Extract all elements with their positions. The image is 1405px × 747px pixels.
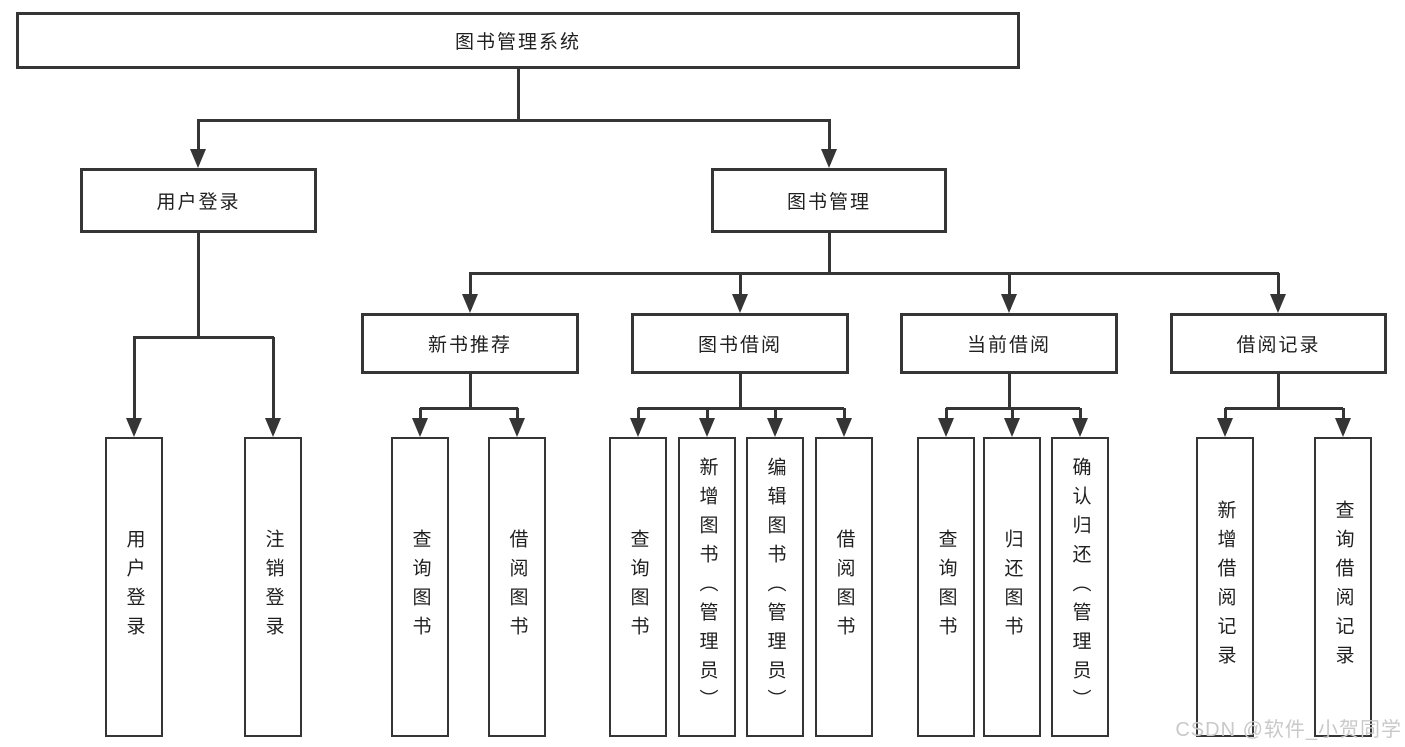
node-borrow-records-label: 借阅记录 [1236, 335, 1321, 356]
leaf-borrowing-add-admin: 新增图书（管理员） [678, 437, 736, 737]
arrow-down-icon [1072, 418, 1088, 437]
arrow-down-icon [836, 418, 852, 437]
connector-line [739, 273, 742, 309]
arrow-down-icon [509, 418, 525, 437]
connector-line [828, 233, 831, 273]
leaf-borrowing-query: 查询图书 [609, 437, 667, 737]
arrow-down-icon [190, 149, 206, 168]
connector-line [133, 337, 136, 433]
arrow-down-icon [126, 418, 142, 437]
arrow-down-icon [462, 294, 478, 313]
node-book-borrowing: 图书借阅 [631, 313, 849, 374]
connector-line [469, 273, 472, 309]
node-book-management-label: 图书管理 [786, 192, 871, 213]
node-book-management: 图书管理 [711, 168, 947, 233]
leaf-borrowing-borrow: 借阅图书 [815, 437, 873, 737]
connector-line [517, 69, 520, 120]
connector-line [469, 272, 1279, 275]
arrow-down-icon [1004, 418, 1020, 437]
arrow-down-icon [1001, 294, 1017, 313]
node-user-login-label: 用户登录 [156, 192, 241, 213]
arrow-down-icon [1335, 418, 1351, 437]
connector-line [638, 407, 844, 410]
connector-line [1277, 374, 1280, 408]
arrow-down-icon [699, 418, 715, 437]
leaf-record-add: 新增借阅记录 [1196, 437, 1254, 737]
node-current-borrowing: 当前借阅 [900, 313, 1118, 374]
node-user-login: 用户登录 [80, 168, 317, 233]
leaf-borrowing-query-label: 查询图书 [627, 529, 649, 645]
leaf-record-add-label: 新增借阅记录 [1214, 500, 1236, 674]
leaf-current-confirm-admin-label: 确认归还（管理员） [1069, 456, 1091, 718]
leaf-current-confirm-admin: 确认归还（管理员） [1051, 437, 1109, 737]
node-borrow-records: 借阅记录 [1170, 313, 1387, 374]
connector-line [1225, 407, 1343, 410]
connector-line [469, 374, 472, 408]
connector-line [133, 336, 274, 339]
leaf-current-query-label: 查询图书 [935, 529, 957, 645]
leaf-borrowing-edit-admin-label: 编辑图书（管理员） [764, 456, 786, 718]
connector-line [197, 120, 200, 164]
connector-line [272, 337, 275, 433]
leaf-newbook-query: 查询图书 [391, 437, 449, 737]
leaf-borrowing-edit-admin: 编辑图书（管理员） [746, 437, 804, 737]
leaf-newbook-borrow: 借阅图书 [488, 437, 546, 737]
connector-line [197, 233, 200, 337]
leaf-current-query: 查询图书 [917, 437, 975, 737]
connector-line [828, 120, 831, 164]
node-current-borrowing-label: 当前借阅 [966, 335, 1051, 356]
node-new-book-recommend-label: 新书推荐 [427, 335, 512, 356]
watermark: CSDN @软件_小贺同学 [1175, 719, 1402, 741]
connector-line [1277, 273, 1280, 309]
node-book-borrowing-label: 图书借阅 [697, 335, 782, 356]
arrow-down-icon [1270, 294, 1286, 313]
leaf-newbook-query-label: 查询图书 [409, 529, 431, 645]
leaf-current-return-label: 归还图书 [1001, 529, 1023, 645]
leaf-logout-label: 注销登录 [262, 529, 284, 645]
leaf-user-login: 用户登录 [105, 437, 163, 737]
connector-line [420, 407, 518, 410]
leaf-borrowing-add-admin-label: 新增图书（管理员） [696, 456, 718, 718]
leaf-current-return: 归还图书 [983, 437, 1041, 737]
arrow-down-icon [412, 418, 428, 437]
arrow-down-icon [938, 418, 954, 437]
leaf-user-login-label: 用户登录 [123, 529, 145, 645]
leaf-record-query-label: 查询借阅记录 [1332, 500, 1354, 674]
arrow-down-icon [767, 418, 783, 437]
leaf-newbook-borrow-label: 借阅图书 [506, 529, 528, 645]
leaf-record-query: 查询借阅记录 [1314, 437, 1372, 737]
node-root: 图书管理系统 [16, 12, 1020, 69]
arrow-down-icon [732, 294, 748, 313]
arrow-down-icon [821, 149, 837, 168]
arrow-down-icon [1217, 418, 1233, 437]
arrow-down-icon [265, 418, 281, 437]
connector-line [739, 374, 742, 408]
leaf-borrowing-borrow-label: 借阅图书 [833, 529, 855, 645]
connector-line [197, 119, 831, 122]
node-new-book-recommend: 新书推荐 [361, 313, 579, 374]
node-root-label: 图书管理系统 [454, 32, 581, 53]
leaf-logout: 注销登录 [244, 437, 302, 737]
connector-line [1008, 273, 1011, 309]
connector-line [1008, 374, 1011, 408]
arrow-down-icon [630, 418, 646, 437]
